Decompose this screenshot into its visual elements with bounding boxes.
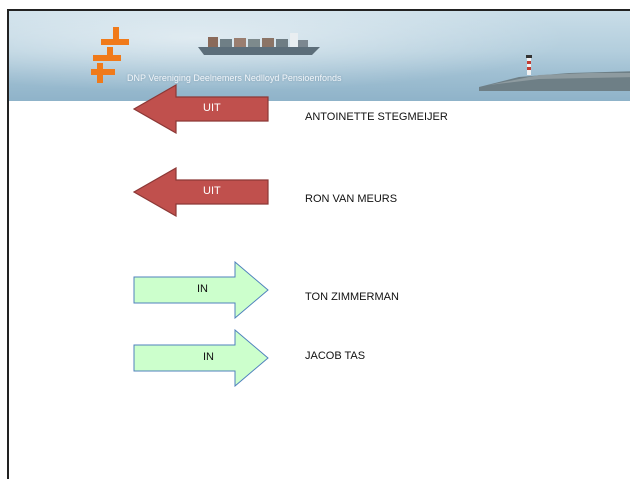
member-name: RON VAN MEURS	[305, 193, 398, 205]
arrow-label-in: IN	[197, 283, 208, 295]
arrow-label-in: IN	[203, 351, 214, 363]
arrow-label-out: UIT	[203, 185, 221, 197]
lighthouse-jetty-image	[479, 55, 630, 91]
out-arrow: UIT	[133, 84, 269, 134]
arrow-label-out: UIT	[203, 102, 221, 114]
right-arrow-icon	[133, 329, 269, 387]
right-arrow-icon	[133, 261, 269, 319]
container-ship-image	[198, 33, 320, 55]
in-arrow: IN	[133, 329, 269, 387]
organization-name: DNP Vereniging Deelnemers Nedlloyd Pensi…	[127, 73, 342, 83]
out-arrow: UIT	[133, 167, 269, 217]
dnp-logo-icon	[91, 27, 129, 83]
left-arrow-icon	[133, 167, 269, 217]
in-arrow: IN	[133, 261, 269, 319]
slide: DNP Vereniging Deelnemers Nedlloyd Pensi…	[7, 9, 630, 479]
left-arrow-icon	[133, 84, 269, 134]
member-name: JACOB TAS	[305, 350, 366, 362]
header-banner: DNP Vereniging Deelnemers Nedlloyd Pensi…	[9, 11, 630, 101]
member-name: TON ZIMMERMAN	[305, 291, 399, 303]
member-name: ANTOINETTE STEGMEIJER	[305, 111, 448, 123]
